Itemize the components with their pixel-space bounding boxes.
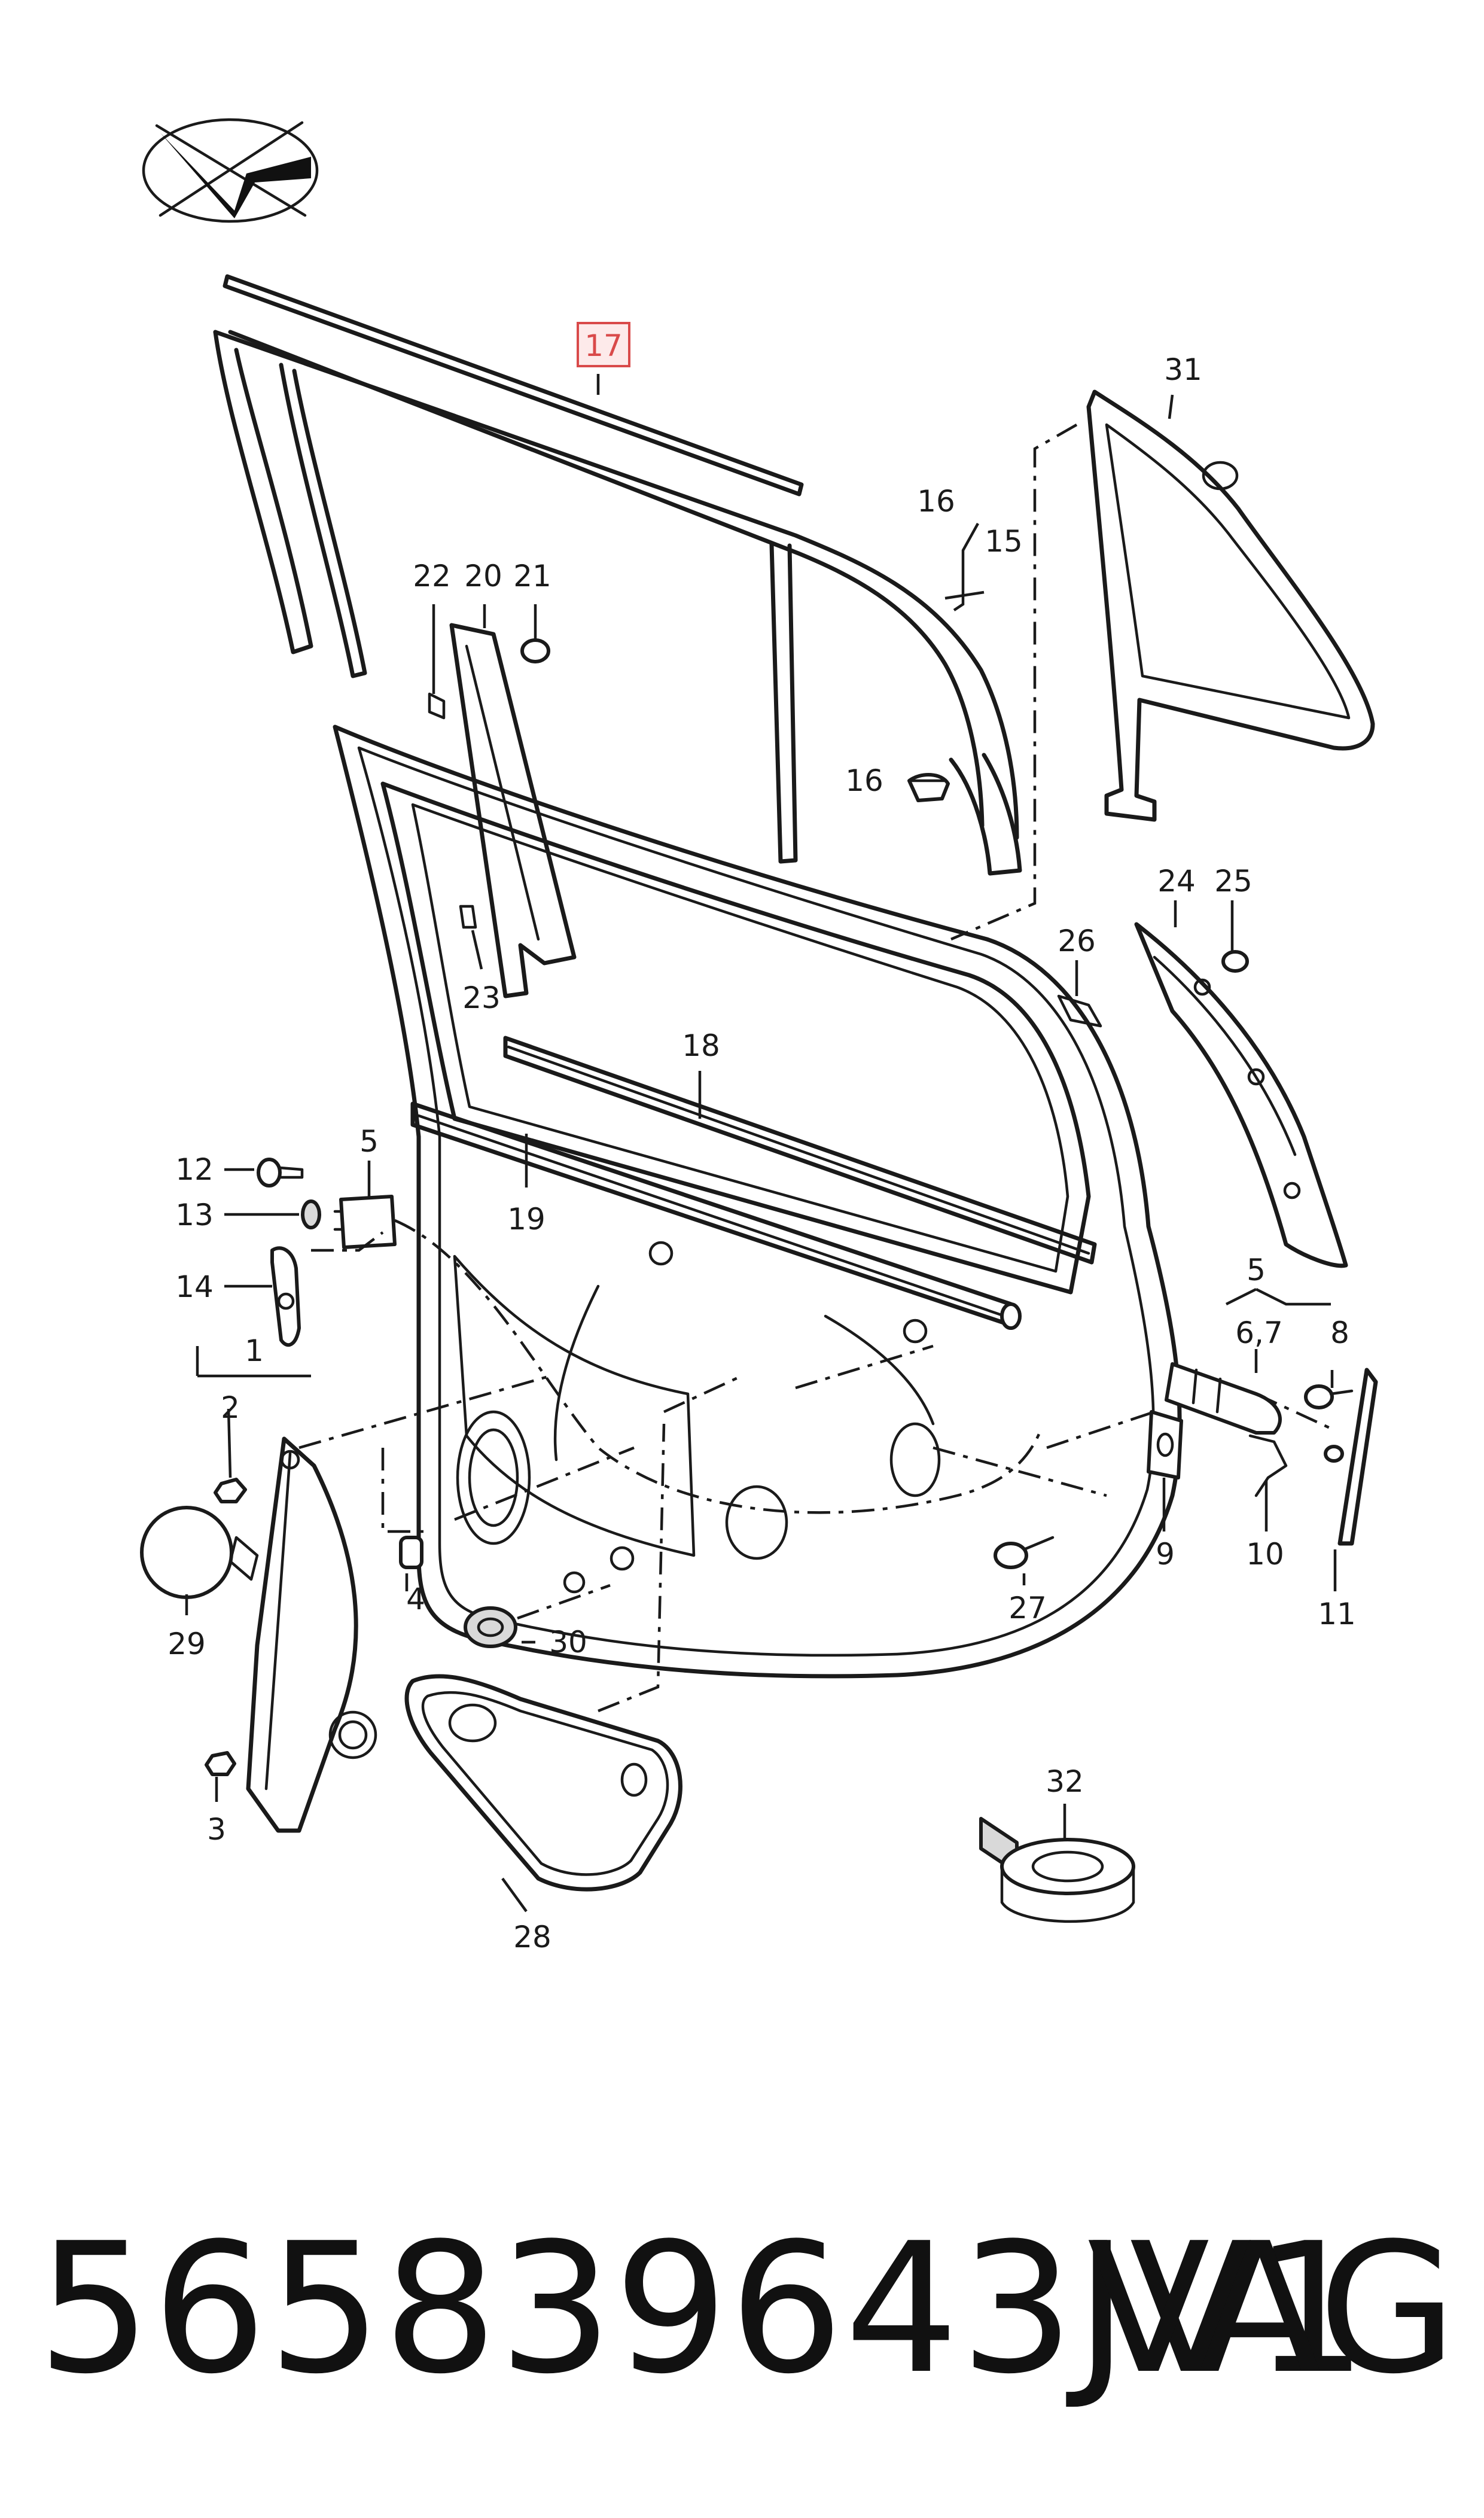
part-number: 565839643JV1 — [37, 2205, 1369, 2413]
plate-9 — [1147, 1410, 1183, 1479]
clip-26 — [1057, 994, 1102, 1028]
callout-9: 9 — [1156, 1537, 1175, 1572]
tape-roll — [979, 1817, 1135, 1923]
callout-31: 31 — [1164, 352, 1202, 387]
brand-label: VAG — [1087, 2205, 1457, 2413]
outer-window-strip — [503, 1036, 1097, 1265]
screw-8 — [1304, 1384, 1354, 1409]
callout-29: 29 — [167, 1627, 206, 1661]
callout-30: 30 — [549, 1625, 587, 1660]
cover-cap — [140, 1506, 233, 1599]
callout-8: 8 — [1330, 1316, 1349, 1350]
callout-6-7: 6,7 — [1235, 1316, 1283, 1350]
callout-5-right: 5 — [1247, 1253, 1266, 1287]
callout-labels: 17 16 15 16 31 22 20 21 23 18 19 24 25 2… — [167, 322, 1356, 1954]
callout-2: 2 — [221, 1390, 240, 1425]
highlight-box-17 — [577, 322, 630, 367]
callout-22: 22 — [413, 559, 451, 593]
callout-27: 27 — [1008, 1591, 1047, 1625]
orientation-symbol-icon — [142, 118, 319, 223]
bracket-14 — [270, 1246, 301, 1347]
quarter-window — [1086, 389, 1375, 822]
lock-unit — [333, 1195, 397, 1249]
callout-21: 21 — [513, 559, 551, 593]
bolt-12 — [257, 1158, 304, 1188]
assembly-lines — [298, 424, 1334, 1713]
bushing-4 — [399, 1536, 423, 1569]
callout-10: 10 — [1246, 1537, 1284, 1572]
seal-11 — [1324, 1368, 1378, 1546]
callout-11: 11 — [1318, 1597, 1356, 1631]
callout-19: 19 — [507, 1202, 546, 1237]
callout-24: 24 — [1157, 864, 1196, 899]
callout-13: 13 — [175, 1198, 214, 1232]
callout-15: 15 — [985, 524, 1023, 559]
clip-21 — [520, 638, 550, 663]
callout-17: 17 — [584, 328, 623, 363]
grommet — [464, 1606, 517, 1648]
protective-cover — [404, 1674, 682, 1892]
pad-23 — [459, 905, 477, 929]
window-frame-seal — [213, 274, 1022, 876]
callout-12: 12 — [175, 1152, 214, 1187]
callout-28: 28 — [513, 1920, 551, 1954]
rear-trim-24 — [1134, 922, 1348, 1268]
callout-16-top: 16 — [917, 484, 955, 519]
callout-26: 26 — [1058, 924, 1096, 958]
plug-13 — [301, 1199, 321, 1229]
callout-14: 14 — [175, 1269, 214, 1304]
callout-16-bottom: 16 — [845, 763, 883, 798]
callout-23: 23 — [462, 981, 501, 1015]
nut-3 — [205, 1751, 236, 1776]
callout-20: 20 — [464, 559, 502, 593]
inner-window-strip — [410, 1101, 1022, 1330]
callout-32: 32 — [1046, 1764, 1084, 1799]
window-regulator — [228, 1436, 377, 1833]
door-pillar-trim — [449, 623, 577, 998]
bracket-22 — [428, 692, 446, 720]
bolt-27 — [994, 1536, 1055, 1569]
screw-25 — [1221, 950, 1249, 973]
door-shell — [333, 724, 1182, 1679]
callout-1: 1 — [245, 1333, 264, 1368]
clip-16 — [907, 772, 950, 802]
callout-18: 18 — [682, 1028, 720, 1063]
footer: 565839643JV1 VAG — [0, 2184, 1484, 2435]
callout-4: 4 — [406, 1582, 425, 1616]
nut-2 — [214, 1478, 247, 1503]
callout-25: 25 — [1214, 864, 1253, 899]
callout-3: 3 — [207, 1812, 226, 1847]
leader-lines — [185, 374, 1337, 1913]
callout-5-left: 5 — [359, 1124, 379, 1159]
clip-10 — [1248, 1434, 1288, 1497]
